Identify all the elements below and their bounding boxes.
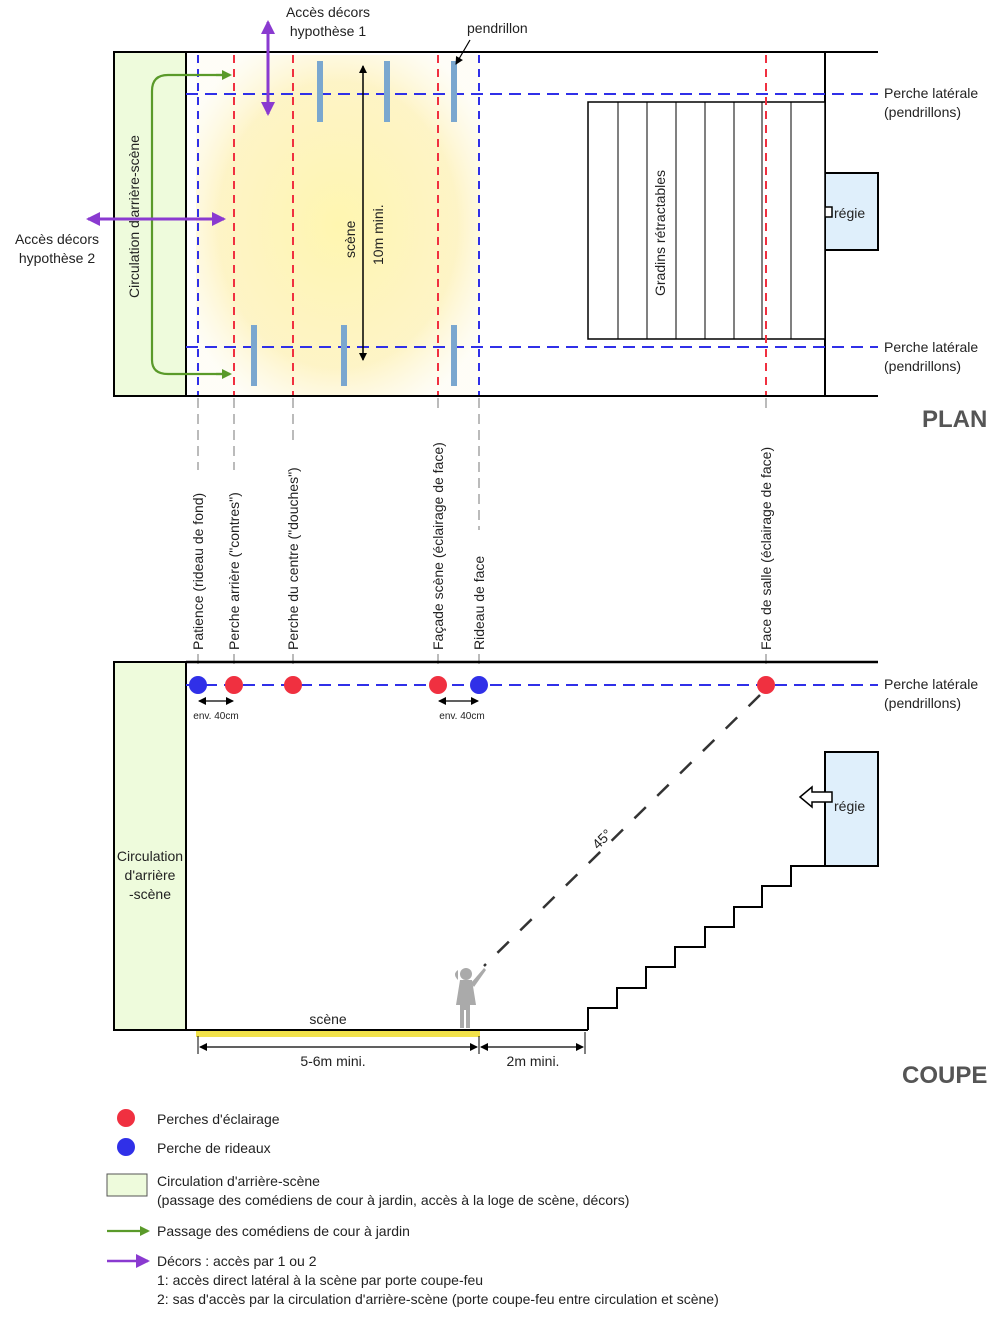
plan-regie-label: régie (834, 205, 865, 221)
plan-perche-laterale-bottom-2: (pendrillons) (884, 358, 961, 374)
depth-label: 5-6m mini. (300, 1053, 365, 1069)
coupe-regie-arrow-icon (798, 785, 833, 809)
legend-rideaux: Perche de rideaux (157, 1140, 271, 1156)
pendrillon-label: pendrillon (467, 20, 528, 36)
sightline-45 (483, 694, 761, 967)
coupe-title: COUPE (902, 1062, 987, 1089)
perche-dot-face-salle (757, 676, 775, 694)
plan-scene-width-label: 10m mini. (370, 204, 386, 265)
acces-decors-1-line1: Accès décors (286, 4, 370, 20)
perche-dot-patience (189, 676, 207, 694)
coupe-circulation-line3: -scène (129, 886, 171, 902)
coupe-perche-laterale-2: (pendrillons) (884, 695, 961, 711)
perche-dot-rideau-face (470, 676, 488, 694)
coupe-scene-label: scène (309, 1011, 347, 1027)
spacing-label-2: env. 40cm (439, 711, 484, 722)
plan-view: Circulation d'arrière-scène régie Gradin… (15, 4, 987, 433)
plan-gradins: Gradins rétractables (587, 101, 826, 340)
coupe-circulation-line2: d'arrière (125, 867, 176, 883)
acces-decors-2-line2: hypothèse 2 (19, 250, 95, 266)
perche-label-centre: Perche du centre ("douches") (285, 467, 301, 650)
plan-circulation-label: Circulation d'arrière-scène (126, 135, 142, 298)
coupe-circulation-line1: Circulation (117, 848, 183, 864)
perche-label-facade: Façade scène (éclairage de face) (430, 442, 446, 650)
green-passage-path (150, 73, 228, 376)
child-figure-icon (455, 968, 486, 1028)
legend-decors-1: Décors : accès par 1 ou 2 (157, 1253, 317, 1269)
legend-circulation-2: (passage des comédiens de cour à jardin,… (157, 1192, 629, 1208)
perch-labels: Patience (rideau de fond) Perche arrière… (190, 398, 774, 664)
acces-decors-2-line1: Accès décors (15, 231, 99, 247)
perche-dot-facade (429, 676, 447, 694)
stage-area (196, 55, 480, 395)
legend-red-dot (117, 1109, 135, 1127)
legend-passage: Passage des comédiens de cour à jardin (157, 1223, 410, 1239)
coupe-regie-box (824, 751, 879, 867)
plan-circulation-box (113, 51, 187, 397)
perche-label-patience: Patience (rideau de fond) (190, 493, 206, 650)
legend-blue-dot (117, 1138, 135, 1156)
perche-label-rideau-face: Rideau de face (471, 556, 487, 650)
perche-dot-centre (284, 676, 302, 694)
plan-perche-laterale-bottom-1: Perche latérale (884, 339, 978, 355)
legend-decors-2: 1: accès direct latéral à la scène par p… (157, 1272, 483, 1288)
plan-perche-laterale-top-1: Perche latérale (884, 85, 978, 101)
coupe-stage-floor (196, 1031, 480, 1037)
legend: Perches d'éclairage Perche de rideaux Ci… (106, 1109, 719, 1307)
angle-label: 45° (589, 826, 615, 852)
front-label: 2m mini. (507, 1053, 560, 1069)
plan-perche-laterale-top-2: (pendrillons) (884, 104, 961, 120)
legend-circulation-swatch (106, 1173, 148, 1197)
spacing-label-1: env. 40cm (193, 711, 238, 722)
plan-gradins-label: Gradins rétractables (652, 170, 668, 296)
legend-eclairage: Perches d'éclairage (157, 1111, 280, 1127)
pendrillons (251, 61, 457, 386)
coupe-perche-laterale-1: Perche latérale (884, 676, 978, 692)
perche-label-arriere: Perche arrière ("contres") (226, 492, 242, 650)
perche-label-face-salle: Face de salle (éclairage de face) (758, 447, 774, 650)
acces-decors-1-line2: hypothèse 1 (290, 23, 366, 39)
coupe-regie-label: régie (834, 798, 865, 814)
perche-dot-arriere (225, 676, 243, 694)
coupe-circulation-box (113, 661, 187, 1031)
plan-title: PLAN (922, 406, 987, 433)
plan-scene-label: scène (342, 220, 358, 258)
legend-circulation-1: Circulation d'arrière-scène (157, 1173, 320, 1189)
coupe-gradins-stairs (587, 865, 878, 1030)
legend-decors-3: 2: sas d'accès par la circulation d'arri… (157, 1291, 719, 1307)
coupe-view: Circulation d'arrière -scène régie Perch… (113, 660, 987, 1089)
